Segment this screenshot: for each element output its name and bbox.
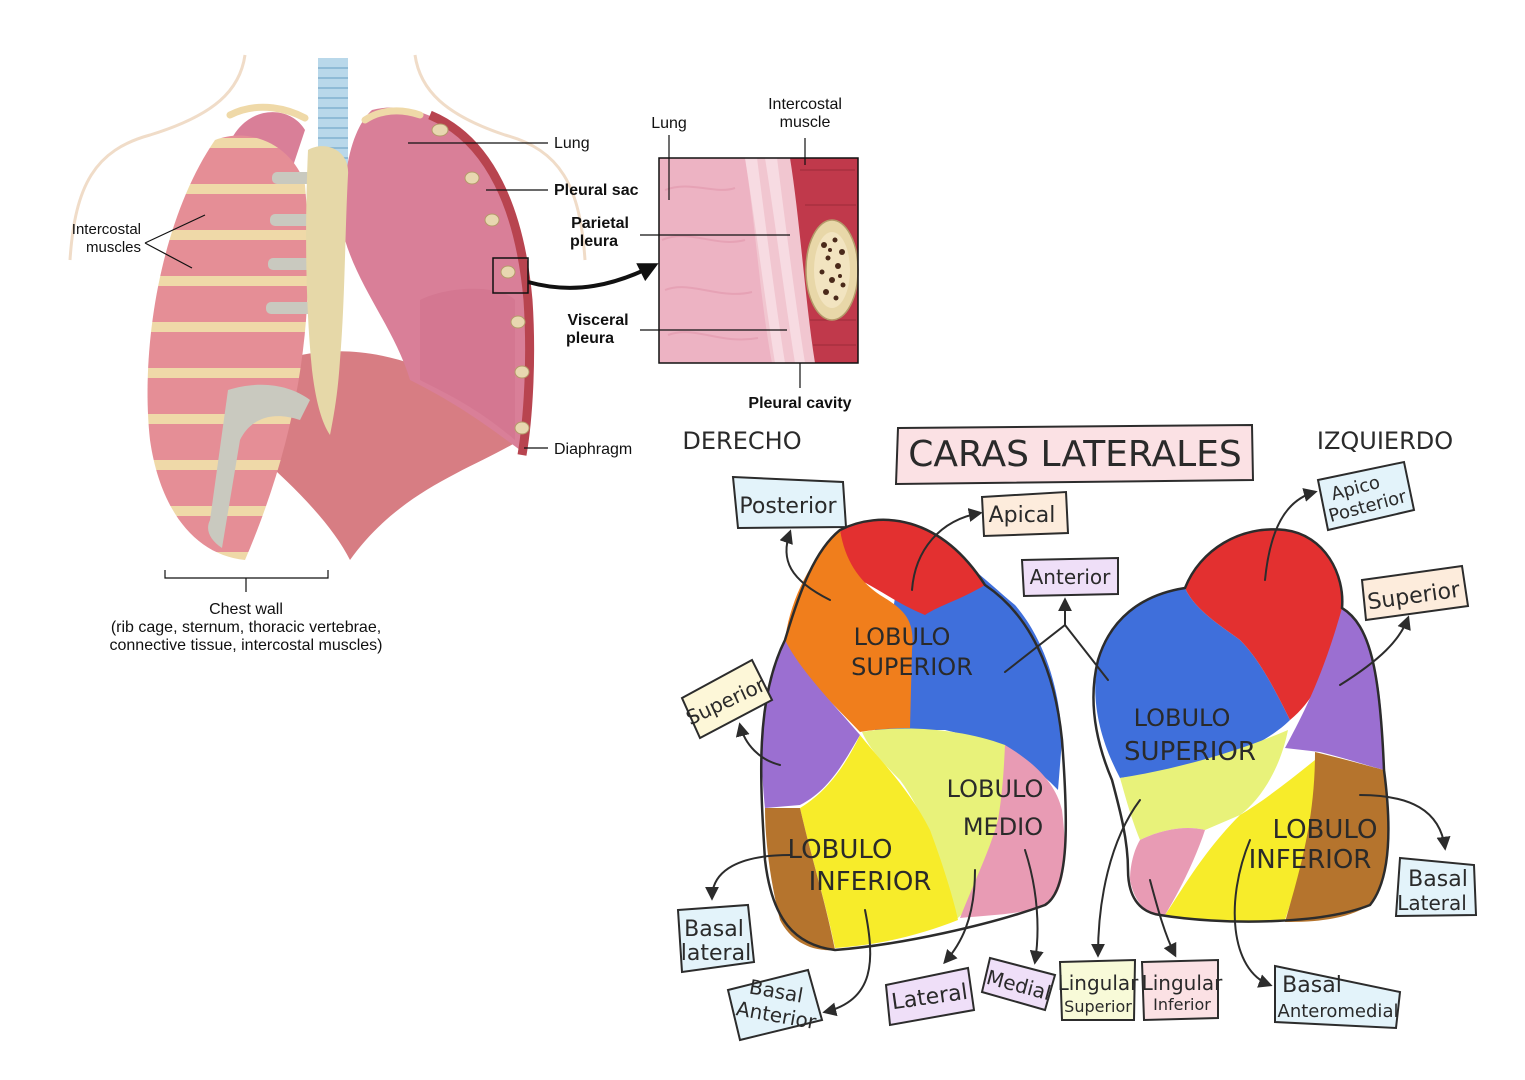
svg-text:Anteromedial: Anteromedial [1278, 1001, 1399, 1022]
tag-basal-lateral-left: Basal Lateral [1394, 856, 1478, 918]
right-upper-lobe-label-2: SUPERIOR [851, 653, 973, 681]
page-title: CARAS LATERALES [908, 434, 1242, 475]
svg-text:Lateral: Lateral [1397, 891, 1467, 915]
left-lower-lobe-label-2: INFERIOR [1249, 845, 1372, 875]
left-anterior-segment [1095, 588, 1290, 778]
rib-cage [147, 135, 309, 560]
tag-posterior: Posterior [731, 475, 848, 530]
tag-apical: Apical [980, 490, 1070, 538]
svg-text:Apical: Apical [989, 503, 1056, 528]
title-box [894, 423, 1255, 486]
tag-superior-right: Superior [680, 658, 774, 740]
right-side-label: DERECHO [682, 427, 801, 455]
intercostal-muscle-label-2: muscle [780, 114, 831, 131]
right-lower-lobe-label-1: LOBULO [788, 835, 893, 865]
svg-text:Lingular: Lingular [1142, 971, 1224, 995]
svg-text:Basal: Basal [1408, 867, 1468, 892]
parietal-pleura-label-2: pleura [570, 233, 618, 250]
tag-medial: Medial [980, 956, 1057, 1012]
left-superior-segment [1285, 608, 1384, 770]
right-lung: LOBULO SUPERIOR LOBULO MEDIO LOBULO INFE… [759, 518, 1068, 952]
chest-wall-label: Chest wall [209, 601, 283, 618]
right-superior-segment [761, 640, 860, 808]
visceral-pleura-label-1: Visceral [567, 312, 628, 329]
tag-anterior: Anterior [1020, 556, 1119, 598]
left-apico-posterior-segment [1185, 529, 1343, 720]
pleural-sac [428, 110, 535, 456]
intercostal-muscles-label-2: muscles [86, 239, 141, 256]
chest-wall-desc-1: (rib cage, sternum, thoracic vertebrae, [111, 619, 381, 636]
tag-lingular-inferior: Lingular Inferior [1140, 958, 1224, 1022]
intercostal-muscles-label-1: Intercostal [72, 221, 141, 238]
right-middle-lobe-label-2: MEDIO [963, 813, 1043, 841]
svg-text:Posterior: Posterior [739, 494, 837, 519]
tag-superior-left: Superior [1360, 564, 1470, 622]
intercostal-muscle-label-1: Intercostal [768, 96, 842, 113]
tag-lingular-superior: Lingular Superior [1058, 958, 1140, 1021]
right-lateral-segment [862, 728, 1007, 920]
left-upper-lobe-label-1: LOBULO [1134, 704, 1231, 732]
left-lower-lobe-label-1: LOBULO [1273, 815, 1378, 845]
tag-basal-anteromedial: Basal Anteromedial [1274, 964, 1402, 1030]
left-lung: LOBULO SUPERIOR LOBULO INFERIOR [1092, 528, 1390, 923]
right-posterior-segment [785, 530, 913, 732]
left-basal-anteromedial-segment [1165, 760, 1316, 923]
svg-text:Lingular: Lingular [1058, 971, 1140, 995]
pleura-inset: Lung Intercostal muscle Parietal pleura … [566, 96, 859, 412]
pleural-cavity-label: Pleural cavity [748, 395, 851, 412]
visceral-pleura-label-2: pleura [566, 330, 614, 347]
svg-text:Basal: Basal [684, 917, 744, 942]
right-middle-lobe-label-1: LOBULO [947, 775, 1044, 803]
lung-label: Lung [554, 135, 590, 152]
sternum [306, 146, 349, 435]
left-upper-lobe-label-2: SUPERIOR [1124, 737, 1256, 767]
tag-basal-anterior: Basal Anterior [726, 968, 824, 1042]
right-apical-segment [840, 519, 985, 615]
right-medial-segment [960, 745, 1065, 918]
left-lingular-inferior-segment [1130, 828, 1205, 915]
pleural-sac-label: Pleural sac [554, 182, 639, 199]
tag-apico-posterior: Apico Posterior [1316, 460, 1416, 532]
diaphragm-label: Diaphragm [554, 441, 632, 458]
tag-basal-lateral-right: Basal lateral [676, 903, 756, 974]
left-side-label: IZQUIERDO [1317, 427, 1453, 455]
lateral-segments-drawing: CARAS LATERALES DERECHO IZQUIERDO LOBULO… [676, 423, 1478, 1042]
right-basal-anterior-segment [800, 735, 958, 948]
anatomy-illustration: Intercostal muscles Lung Pleural sac Dia… [68, 54, 659, 654]
svg-text:lateral: lateral [681, 941, 751, 966]
parietal-pleura [765, 158, 805, 363]
inset-lung-label: Lung [651, 115, 687, 132]
svg-text:Anterior: Anterior [1030, 565, 1112, 589]
svg-text:Inferior: Inferior [1153, 995, 1211, 1014]
visceral-pleura [745, 158, 785, 363]
tag-lateral: Lateral [884, 966, 976, 1027]
parietal-pleura-label-1: Parietal [571, 215, 629, 232]
right-upper-lobe-label-1: LOBULO [854, 623, 951, 651]
chest-wall-desc-2: connective tissue, intercostal muscles) [110, 637, 383, 654]
svg-text:Basal: Basal [1282, 973, 1342, 998]
right-lower-lobe-label-2: INFERIOR [809, 867, 932, 897]
svg-text:Superior: Superior [1064, 997, 1132, 1016]
right-basal-lateral-segment [765, 808, 835, 951]
body-outline [68, 54, 587, 261]
left-lingular-superior-segment [1120, 730, 1288, 840]
